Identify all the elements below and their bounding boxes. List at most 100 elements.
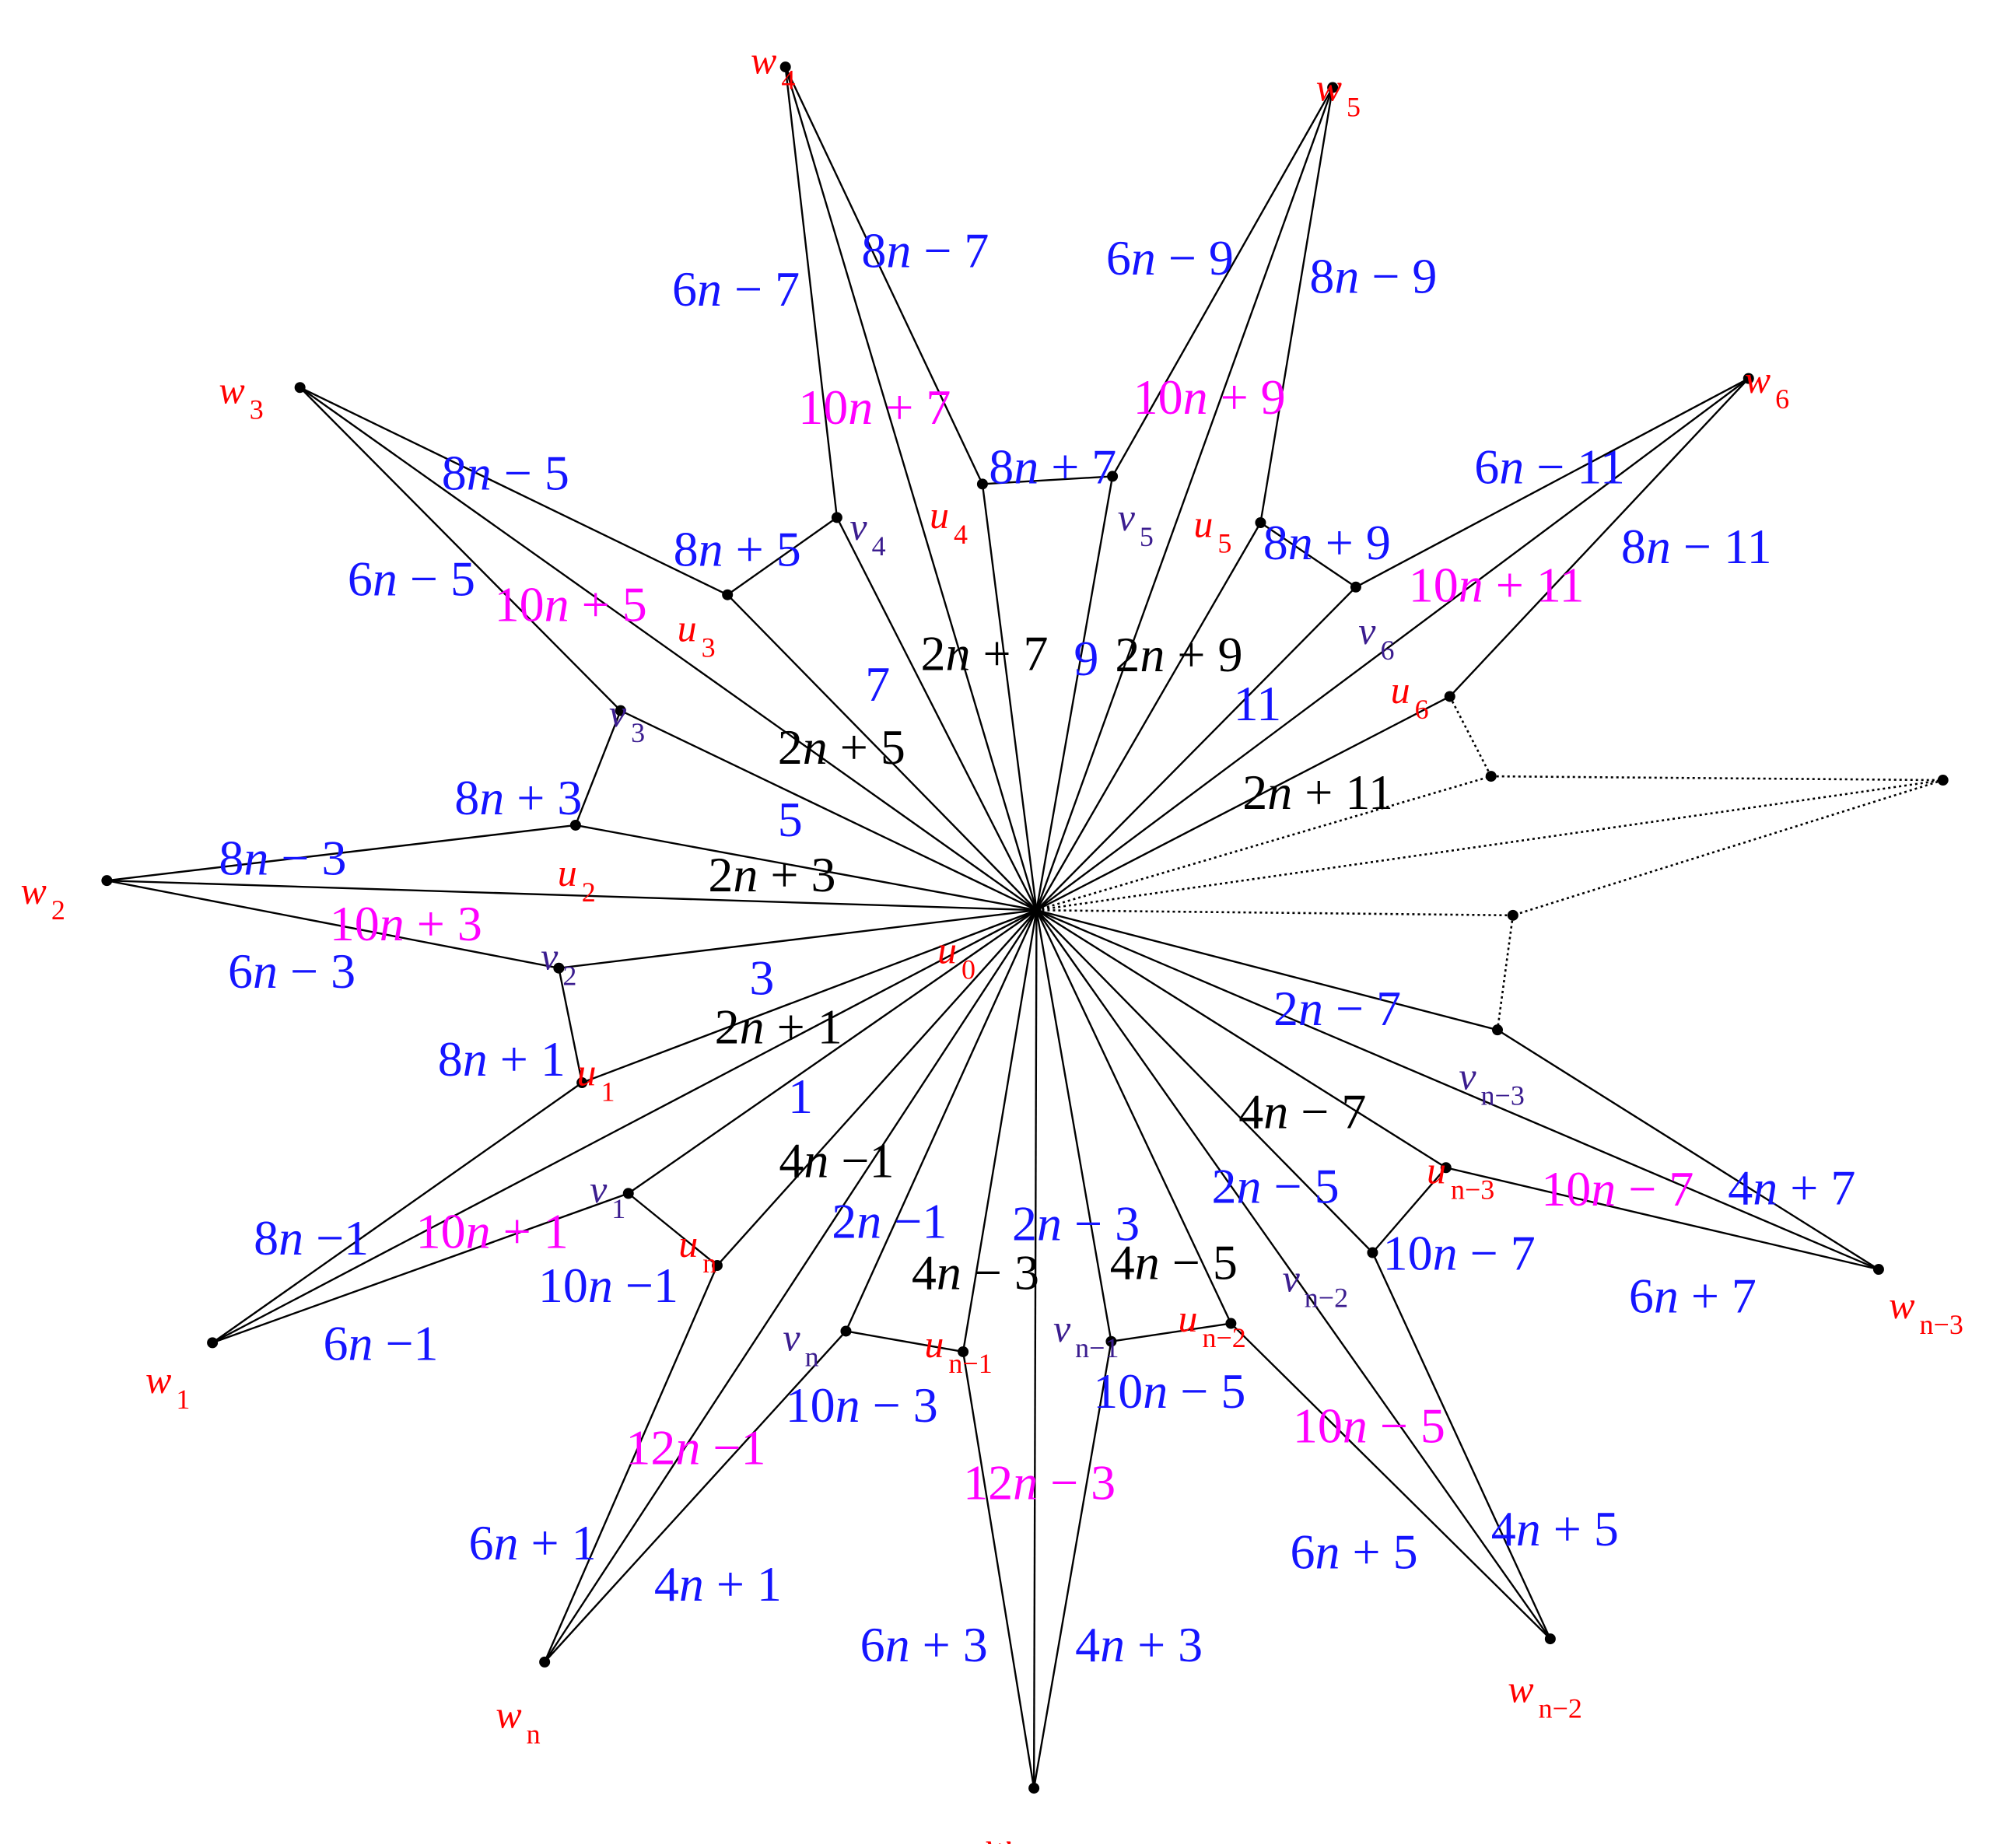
edge-label-15: 4n − 7 xyxy=(1238,1084,1366,1139)
edge-u0-vn xyxy=(845,909,1038,1332)
edge-u0-u5 xyxy=(1035,522,1262,911)
edge-vn-un1 xyxy=(846,1330,964,1353)
edge-label-16: 2n −1 xyxy=(832,1193,947,1248)
vertex-dot-v4 xyxy=(831,512,842,523)
edge-w6-v6 xyxy=(1355,377,1750,588)
edge-wn2-un2 xyxy=(1230,1322,1551,1640)
edge-w1-v1 xyxy=(212,1192,629,1344)
dotted-edges-layer xyxy=(1036,695,1944,1031)
edge-u0-wn2 xyxy=(1035,909,1551,1640)
vertex-dot-vn2 xyxy=(1367,1247,1378,1258)
edge-label-40: 8n − 11 xyxy=(1621,519,1772,574)
edge-label-12: 4n −1 xyxy=(779,1133,894,1188)
vertex-dot-x3 xyxy=(1507,909,1518,921)
edge-label-28: 10n − 7 xyxy=(1383,1226,1536,1281)
dotted-edge-x1-x2 xyxy=(1490,775,1943,782)
edge-u0-vn3 xyxy=(1036,909,1498,1031)
edge-u0-v6 xyxy=(1035,586,1357,912)
vertex-dot-wn3 xyxy=(1872,1264,1884,1276)
edge-u1-v2 xyxy=(558,968,583,1083)
vertex-dot-u4 xyxy=(976,478,988,490)
edge-u0-w6 xyxy=(1035,377,1750,912)
edge-w4-u4 xyxy=(784,66,984,485)
edge-label-57: 10n − 5 xyxy=(1293,1398,1445,1454)
edge-label-19: 2n − 7 xyxy=(1273,981,1401,1036)
edge-label-33: 8n − 5 xyxy=(442,446,569,501)
vertex-dot-v3 xyxy=(615,705,626,716)
edge-label-0: 1 xyxy=(788,1069,813,1124)
vertex-dot-v1 xyxy=(622,1188,634,1199)
vertex-dot-v2 xyxy=(553,962,565,974)
vertex-dot-u1 xyxy=(576,1077,588,1089)
edge-label-5: 11 xyxy=(1234,676,1282,731)
vertex-dot-u0 xyxy=(1032,905,1042,915)
edge-u0-v3 xyxy=(620,709,1037,912)
vertex-dot-v5 xyxy=(1107,471,1119,482)
edge-label-1: 3 xyxy=(749,950,774,1006)
edge-u0-u3 xyxy=(727,593,1038,912)
edge-label-37: 6n − 9 xyxy=(1106,230,1234,285)
edge-label-46: 4n + 5 xyxy=(1491,1501,1619,1556)
edge-u0-un3 xyxy=(1035,909,1447,1169)
edge-u0-u1 xyxy=(581,909,1037,1084)
vertex-label-wn1: wn−1 xyxy=(985,1824,1060,1844)
edge-label-32: 6n − 3 xyxy=(228,943,356,999)
vertex-dot-un xyxy=(711,1260,723,1272)
edge-u0-u2 xyxy=(575,824,1037,912)
edge-label-8: 2n + 5 xyxy=(778,719,905,775)
edge-label-21: 8n + 3 xyxy=(454,770,582,825)
edge-u0-vn2 xyxy=(1035,909,1374,1254)
edge-u0-wn xyxy=(544,909,1038,1663)
vertex-dot-wn1 xyxy=(1028,1783,1040,1794)
edge-u0-v5 xyxy=(1035,476,1114,911)
edge-label-56: 12n − 3 xyxy=(963,1454,1116,1510)
vertex-dot-wn xyxy=(539,1656,551,1668)
dotted-edge-u0-x3 xyxy=(1036,908,1513,917)
edge-label-29: 8n −1 xyxy=(254,1210,369,1265)
vertex-dot-u3 xyxy=(722,589,734,600)
edge-label-30: 6n −1 xyxy=(323,1316,438,1371)
edge-wn1-vn1 xyxy=(1032,1341,1112,1789)
edge-label-7: 2n + 3 xyxy=(708,847,835,902)
edge-u0-wn1 xyxy=(1032,910,1038,1789)
vertex-dot-w5 xyxy=(1327,82,1339,93)
edge-u4-v5 xyxy=(982,475,1113,485)
edge-label-26: 10n − 3 xyxy=(786,1377,938,1433)
vertex-dot-vn xyxy=(840,1325,852,1337)
edge-label-10: 2n + 9 xyxy=(1115,627,1242,682)
edge-label-20: 8n + 1 xyxy=(438,1031,566,1087)
vertex-dot-u6 xyxy=(1444,691,1455,702)
edge-wn-un xyxy=(544,1265,719,1663)
edge-w5-v5 xyxy=(1112,86,1334,478)
edge-label-51: 10n + 5 xyxy=(495,576,647,632)
edge-u0-u6 xyxy=(1035,695,1451,912)
edge-label-11: 2n + 11 xyxy=(1242,765,1393,820)
dotted-edge-x2-x3 xyxy=(1512,779,1944,917)
vertex-dot-w1 xyxy=(207,1337,219,1349)
edge-label-13: 4n − 3 xyxy=(912,1245,1039,1300)
edge-u0-v2 xyxy=(559,909,1037,969)
vertex-dot-wn2 xyxy=(1544,1633,1556,1645)
vertex-dot-un1 xyxy=(958,1346,969,1357)
edge-w3-v3 xyxy=(299,387,622,712)
edge-u0-wn3 xyxy=(1035,909,1879,1271)
vertex-dot-w2 xyxy=(101,875,113,887)
edge-u0-w3 xyxy=(299,387,1038,912)
vertex-dot-vn1 xyxy=(1105,1335,1117,1347)
